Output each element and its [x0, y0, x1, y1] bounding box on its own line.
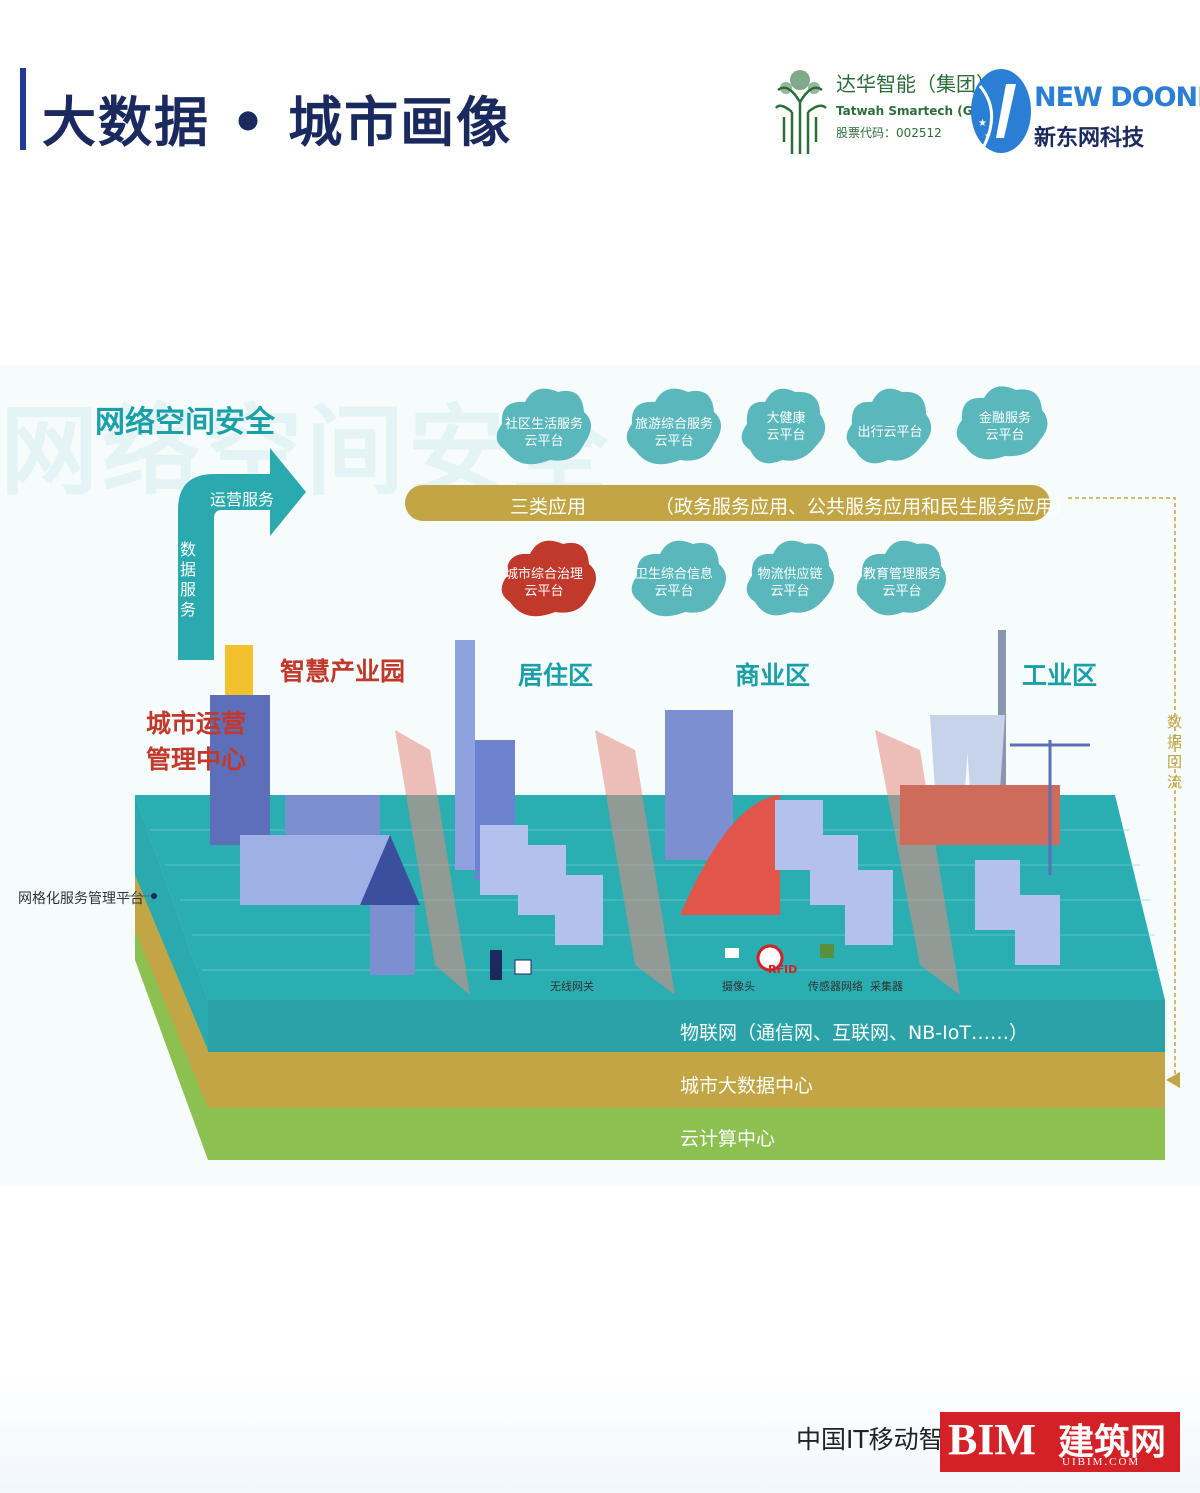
page-title: 大数据 • 城市画像: [42, 91, 513, 154]
cloud-tourism: 旅游综合服务云平台: [634, 417, 713, 449]
footer-text: 中国IT移动智库: [796, 1425, 969, 1454]
cloud-health: 大健康云平台: [766, 411, 806, 443]
cloud-finance: 金融服务云平台: [978, 411, 1031, 443]
backflow-arrow-icon: [1166, 1072, 1180, 1088]
bim-logo-url: UIBIM.COM: [1062, 1456, 1141, 1468]
bim-logo-text: BIM: [948, 1415, 1036, 1464]
svg-text:★: ★: [978, 118, 987, 129]
bottom-clouds-svg: [501, 540, 947, 617]
ops-center-label: 城市运营管理中心: [146, 709, 247, 774]
cloud-public-health: 卫生综合信息云平台: [634, 567, 713, 599]
tatwah-stock-code: 股票代码：002512: [836, 126, 942, 140]
top-clouds-svg: [496, 386, 1048, 465]
cloud-layer-label: 云计算中心: [680, 1128, 776, 1150]
three-apps-desc: （政务服务应用、公共服务应用和民生服务应用）: [655, 496, 1074, 518]
cloud-shape: [956, 386, 1048, 460]
cloud-shape-highlight: [501, 540, 596, 617]
zone-industrial: 工业区: [1022, 661, 1098, 690]
zone-residential: 居住区: [518, 661, 594, 690]
tatwah-name-cn: 达华智能（集团）: [836, 72, 996, 96]
bim-logo: [940, 1412, 1180, 1472]
newdoone-name-cn: 新东网科技: [1034, 126, 1145, 151]
bigdata-layer-label: 城市大数据中心: [680, 1075, 814, 1097]
city-platform: [135, 630, 1165, 1160]
cloud-mobility: 出行云平台: [857, 425, 923, 440]
cloud-shape: [856, 540, 947, 616]
zone-industrial-park: 智慧产业园: [280, 657, 406, 686]
collector-label: 采集器: [870, 980, 903, 993]
data-service-label: 数据服务: [180, 540, 197, 619]
three-apps-label: 三类应用: [510, 496, 587, 518]
zone-commercial: 商业区: [735, 661, 811, 690]
cloud-shape: [626, 388, 721, 465]
cloud-community: 社区生活服务云平台: [504, 417, 583, 449]
cloud-shape: [741, 388, 826, 464]
tatwah-logo-icon: [774, 70, 827, 154]
cloud-education: 教育管理服务云平台: [862, 567, 941, 599]
newdoone-logo-icon: ★ ★: [971, 69, 1031, 153]
cloud-shape: [846, 388, 932, 464]
cyber-security-label: 网络空间安全: [95, 405, 275, 440]
bim-logo-cn: 建筑网: [1058, 1421, 1167, 1463]
sensor-network-label: 传感器网络: [808, 980, 863, 993]
title-accent-bar: [20, 68, 26, 150]
rfid-label: RFID: [768, 963, 798, 976]
service-arrow-icon: [178, 448, 306, 660]
cloud-shape: [496, 388, 591, 465]
grid-mgmt-platform-label: 网格化服务管理平台: [18, 891, 144, 907]
cloud-logistics: 物流供应链云平台: [757, 567, 823, 599]
newdoone-name-en: NEW DOONE: [1034, 82, 1200, 113]
three-apps-band: [405, 485, 1050, 521]
ops-service-label: 运营服务: [210, 490, 275, 509]
iot-layer-label: 物联网（通信网、互联网、NB-IoT……）: [680, 1022, 1028, 1044]
camera-label: 摄像头: [722, 980, 755, 993]
tatwah-name-en: Tatwah Smartech (Group): [836, 104, 1010, 118]
pointer-line: [126, 893, 157, 899]
wireless-gateway-label: 无线网关: [550, 980, 594, 993]
cloud-shape: [746, 540, 835, 616]
svg-text:★: ★: [984, 131, 991, 140]
cloud-city-governance: 城市综合治理云平台: [504, 567, 583, 599]
data-backflow-label: 数据回流: [1167, 713, 1183, 791]
cloud-shape: [631, 540, 726, 617]
